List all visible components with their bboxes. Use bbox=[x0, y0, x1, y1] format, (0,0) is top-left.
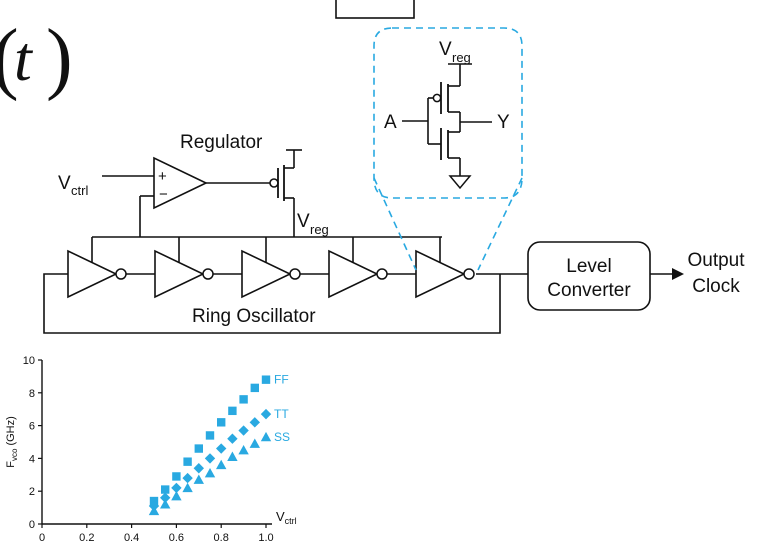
data-point-tt bbox=[249, 417, 260, 428]
regulator-title: Regulator bbox=[180, 132, 263, 153]
paren-open: ( bbox=[0, 14, 19, 102]
series-label-ff: FF bbox=[274, 373, 289, 387]
x-tick-label: 0.4 bbox=[124, 532, 139, 544]
x-tick-label: 0.8 bbox=[214, 532, 229, 544]
paren-close: ) bbox=[46, 14, 73, 102]
data-point-tt bbox=[171, 482, 182, 494]
data-point-ff bbox=[239, 395, 248, 404]
op-amp-symbol: + − bbox=[153, 156, 208, 210]
data-point-ff bbox=[228, 406, 237, 416]
data-point-ss bbox=[160, 499, 171, 509]
data-point-ff bbox=[217, 418, 226, 427]
inverter-input-label: A bbox=[384, 112, 397, 133]
data-point-ff bbox=[183, 457, 192, 466]
svg-text:reg: reg bbox=[310, 222, 329, 237]
data-point-ff bbox=[205, 431, 215, 440]
ring-oscillator-label: Ring Oscillator bbox=[192, 306, 316, 327]
y-axis-label: Fvco (GHz) bbox=[5, 416, 19, 468]
y-tick-label: 0 bbox=[29, 519, 35, 531]
data-point-ss bbox=[260, 431, 272, 442]
y-tick-label: 2 bbox=[29, 486, 35, 498]
data-point-ff bbox=[250, 383, 259, 393]
x-axis-label: Vctrl bbox=[276, 509, 297, 526]
data-point-ss bbox=[193, 474, 204, 484]
inverter-chain bbox=[67, 237, 475, 299]
data-point-tt bbox=[182, 472, 193, 484]
data-point-ff bbox=[161, 485, 170, 494]
fvco-vs-vctrl-chart: 0 2 4 6 8 10 0 0.2 0.4 0.6 0.8 1.0 Fvco (GHz) Vctrl FF… bbox=[5, 355, 297, 544]
cmos-inverter-schematic bbox=[402, 63, 492, 190]
data-point-ss bbox=[182, 482, 193, 493]
data-point-ss bbox=[227, 451, 238, 461]
vreg-label: V reg bbox=[297, 211, 329, 237]
data-point-ff bbox=[261, 375, 271, 384]
series-tt bbox=[148, 408, 272, 512]
x-tick-label: 0 bbox=[39, 532, 45, 544]
series-ff bbox=[149, 375, 271, 506]
svg-text:reg: reg bbox=[452, 50, 471, 65]
output-clock-label: Output Clock bbox=[687, 250, 745, 297]
svg-text:Output: Output bbox=[687, 250, 745, 271]
data-point-tt bbox=[160, 492, 171, 503]
inverter-stage bbox=[415, 237, 475, 299]
x-tick-label: 0.2 bbox=[79, 532, 94, 544]
data-point-ss bbox=[148, 505, 160, 516]
svg-text:ctrl: ctrl bbox=[71, 183, 88, 198]
data-point-tt bbox=[193, 463, 204, 474]
svg-text:Converter: Converter bbox=[547, 280, 631, 301]
data-point-ss bbox=[204, 467, 216, 478]
data-point-tt bbox=[216, 443, 227, 454]
pmos-pass-transistor bbox=[269, 149, 302, 237]
output-arrow bbox=[672, 268, 684, 280]
svg-text:V: V bbox=[297, 211, 310, 232]
data-point-tt bbox=[204, 453, 216, 464]
inverter-detail-callout bbox=[373, 27, 523, 271]
data-point-ss bbox=[171, 490, 182, 501]
svg-text:Level: Level bbox=[566, 256, 611, 277]
inverter-stage bbox=[154, 237, 242, 299]
y-tick-label: 10 bbox=[23, 355, 35, 367]
svg-text:+: + bbox=[158, 168, 167, 185]
data-point-ff bbox=[194, 444, 203, 453]
y-tick-label: 4 bbox=[29, 453, 35, 465]
x-tick-label: 0.6 bbox=[169, 532, 184, 544]
x-tick-label: 1.0 bbox=[258, 532, 273, 544]
inverter-stage bbox=[67, 237, 155, 299]
y-tick-label: 6 bbox=[29, 421, 35, 433]
vctrl-label: V ctrl bbox=[58, 173, 88, 198]
data-point-tt bbox=[227, 433, 238, 444]
inverter-supply-label: V reg bbox=[439, 39, 471, 65]
data-point-tt bbox=[260, 408, 272, 420]
data-point-tt bbox=[238, 425, 249, 436]
y-tick-label: 8 bbox=[29, 388, 35, 400]
inverter-stage bbox=[328, 237, 416, 299]
math-variable: t bbox=[14, 23, 34, 94]
series-label-ss: SS bbox=[274, 430, 290, 444]
inverter-stage bbox=[241, 237, 329, 299]
data-point-ss bbox=[238, 445, 249, 455]
cropped-box bbox=[335, 0, 415, 19]
series-ss bbox=[148, 431, 272, 516]
svg-text:V: V bbox=[58, 173, 71, 194]
data-point-ss bbox=[216, 459, 227, 470]
data-point-ff bbox=[172, 472, 181, 481]
svg-text:−: − bbox=[159, 186, 168, 203]
inverter-output-label: Y bbox=[497, 112, 510, 133]
level-converter: Level Converter bbox=[527, 241, 651, 311]
feedback-loop bbox=[43, 273, 501, 334]
svg-text:V: V bbox=[439, 39, 452, 60]
svg-text:Clock: Clock bbox=[692, 276, 740, 297]
series-label-tt: TT bbox=[274, 407, 289, 421]
data-point-ss bbox=[249, 438, 260, 448]
